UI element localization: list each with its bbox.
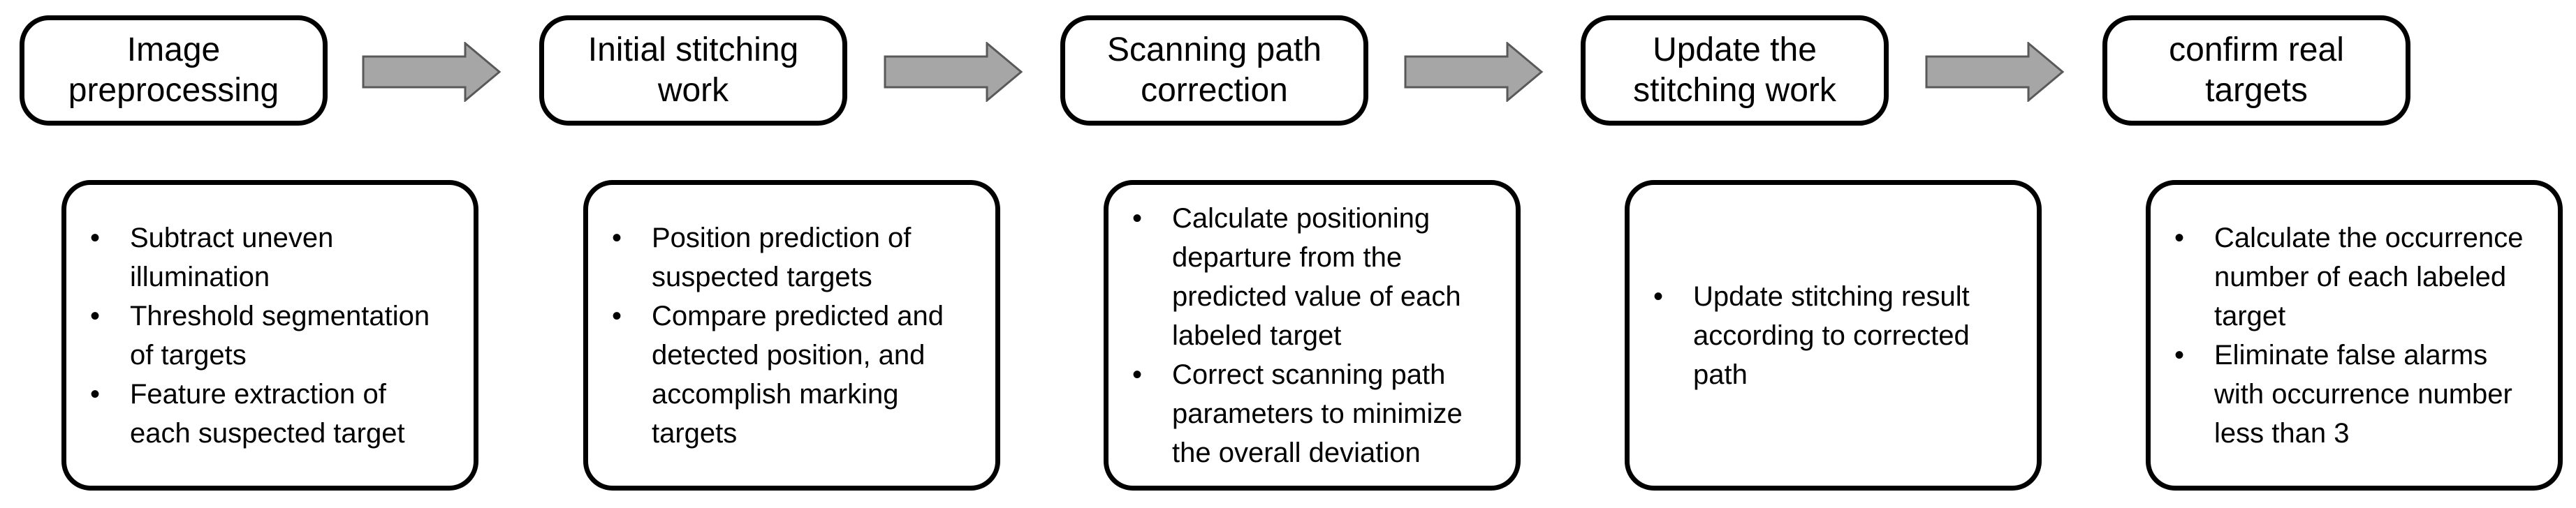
arrow-right-icon (1404, 42, 1544, 102)
bullet-icon: • (611, 300, 622, 331)
bullet-icon: • (2174, 339, 2184, 371)
list-item: •Compare predicted and detected position… (606, 297, 995, 453)
list-item: •Calculate positioning departure from th… (1127, 199, 1516, 355)
bullet-icon: • (1132, 202, 1142, 234)
detail-list: •Subtract uneven illumination •Threshold… (66, 218, 474, 453)
bullet-icon: • (89, 222, 100, 253)
detail-list: •Position prediction of suspected target… (588, 218, 995, 453)
list-item: •Position prediction of suspected target… (606, 218, 995, 297)
detail-box-scanning-path-correction: •Calculate positioning departure from th… (1104, 180, 1521, 491)
list-item: •Calculate the occurrence number of each… (2169, 218, 2558, 336)
detail-box-image-preprocessing: •Subtract uneven illumination •Threshold… (61, 180, 478, 491)
arrow-right-icon (1925, 42, 2065, 102)
step-initial-stitching-work: Initial stitching work (539, 15, 847, 126)
bullet-icon: • (1653, 281, 1663, 312)
list-item: •Eliminate false alarms with occurrence … (2169, 336, 2558, 453)
step-title: confirm real targets (2169, 31, 2344, 109)
bullet-icon: • (89, 378, 100, 410)
detail-list: •Calculate the occurrence number of each… (2151, 218, 2558, 453)
step-update-stitching-work: Update the stitching work (1581, 15, 1889, 126)
step-image-preprocessing: Image preprocessing (20, 15, 328, 126)
bullet-icon: • (2174, 222, 2184, 253)
bullet-icon: • (611, 222, 622, 253)
detail-box-initial-stitching: •Position prediction of suspected target… (583, 180, 1000, 491)
list-item: •Subtract uneven illumination (85, 218, 474, 297)
detail-box-update-stitching: •Update stitching result according to co… (1625, 180, 2042, 491)
detail-list: •Calculate positioning departure from th… (1108, 199, 1516, 472)
list-item: •Correct scanning path parameters to min… (1127, 355, 1516, 472)
step-confirm-real-targets: confirm real targets (2102, 15, 2410, 126)
step-scanning-path-correction: Scanning path correction (1060, 15, 1368, 126)
list-item: •Update stitching result according to co… (1648, 277, 2037, 394)
list-item: •Feature extraction of each suspected ta… (85, 375, 474, 453)
bullet-icon: • (89, 300, 100, 331)
detail-box-confirm-real-targets: •Calculate the occurrence number of each… (2146, 180, 2563, 491)
step-title: Image preprocessing (68, 31, 279, 109)
step-title: Scanning path correction (1107, 31, 1322, 109)
step-title: Update the stitching work (1633, 31, 1836, 109)
arrow-right-icon (362, 42, 502, 102)
list-item: •Threshold segmentation of targets (85, 297, 474, 375)
bullet-icon: • (1132, 359, 1142, 390)
arrow-right-icon (884, 42, 1023, 102)
detail-list: •Update stitching result according to co… (1630, 277, 2037, 394)
step-title: Initial stitching work (587, 31, 799, 109)
